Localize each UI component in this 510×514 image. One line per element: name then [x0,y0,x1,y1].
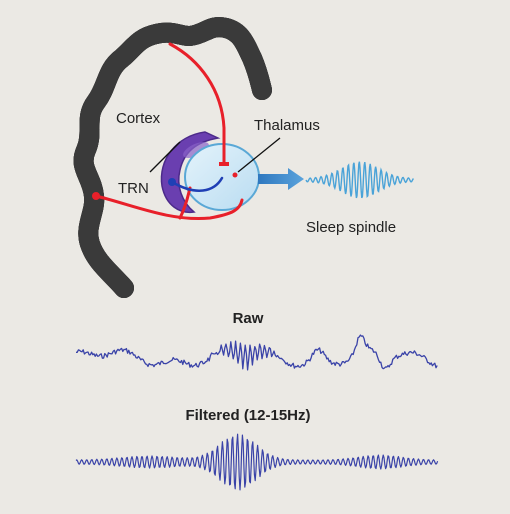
synapse-terminal-cortex [92,192,100,200]
sleep-spindle-label: Sleep spindle [306,219,396,236]
trn-label: TRN [118,180,149,197]
sleep-spindle-waveform [305,161,415,199]
thalamus-pointer [237,137,281,173]
thalamus-to-cortex-line [94,194,244,221]
raw-trace-title: Raw [233,310,264,327]
synapse-terminal-thalamus [219,162,229,166]
output-arrow [258,168,304,190]
thalamus-label: Thalamus [254,117,320,134]
trn-neuron [168,178,176,186]
cortex-to-thalamus-line [168,42,226,166]
trn-to-thalamus-line [170,176,224,192]
synapse-terminal-red [232,172,238,178]
trn-highlight [183,141,209,159]
cortex-band [84,27,272,288]
raw-eeg-trace [76,334,438,371]
filtered-eeg-trace [75,433,439,491]
trn-pointer [149,141,181,173]
cortex-label: Cortex [116,110,161,127]
filtered-trace-title: Filtered (12-15Hz) [185,407,310,424]
